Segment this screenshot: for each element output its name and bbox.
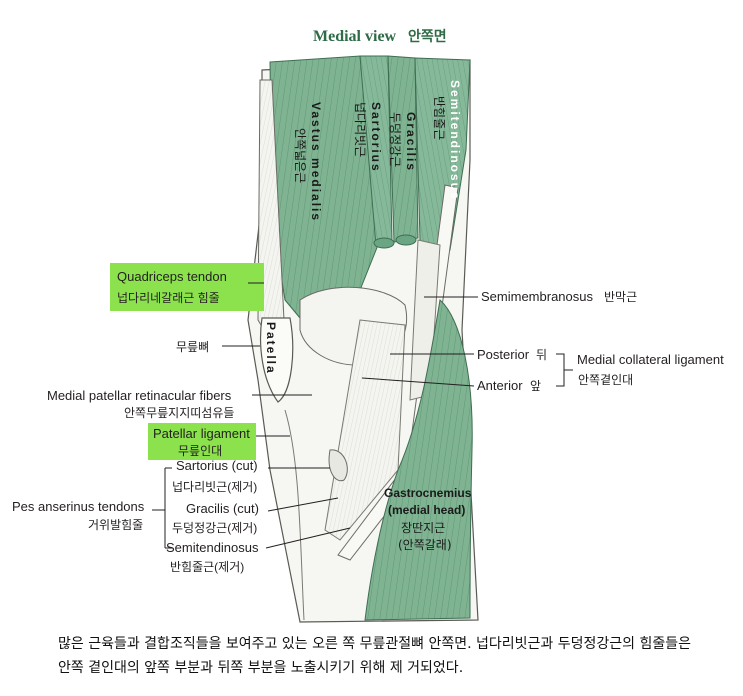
label-pes-anserinus: Pes anserinus tendons xyxy=(12,499,145,514)
leader-gracilis-cut xyxy=(267,497,339,512)
label-semimembranosus-ko: 반막근 xyxy=(604,290,637,304)
vertical-label-vastus: Vastus medialis xyxy=(309,102,323,222)
label-medial-patellar: Medial patellar retinacular fibers xyxy=(47,388,232,403)
label-mcl: Medial collateral ligament xyxy=(577,352,724,367)
label-gastrocnemius-sub: (medial head) xyxy=(388,503,465,517)
label-semitendinosus-ko: 반힘줄근(제거) xyxy=(170,560,244,574)
vertical-label-vastus-ko: 안쪽넓은근 xyxy=(293,128,307,183)
label-patellar-ligament: Patellar ligament xyxy=(153,426,250,441)
gracilis-cut-end xyxy=(395,234,417,246)
highlight-quadriceps-tendon xyxy=(110,263,264,311)
label-anterior: Anterior xyxy=(477,378,523,393)
caption-line-2: 안쪽 곁인대의 앞쪽 부분과 뒤쪽 부분을 노출시키기 위해 제 거되었다. xyxy=(58,660,464,676)
gastrocnemius-muscle xyxy=(364,299,473,621)
medial-collateral-ligament xyxy=(324,319,406,541)
vastus-medialis-muscle xyxy=(269,55,379,319)
label-quadriceps-tendon-ko: 넙다리네갈래근 힘줄 xyxy=(117,291,220,305)
vertical-label-sartorius-ko: 넙다리빗근 xyxy=(353,102,367,157)
highlight-patellar-ligament xyxy=(148,423,256,460)
bracket-pes-anserinus xyxy=(164,467,172,549)
bracket-mcl xyxy=(556,353,573,387)
label-patella-ko: 무릎뼈 xyxy=(176,340,209,354)
label-sartorius-cut: Sartorius (cut) xyxy=(176,458,258,473)
pes-anserinus-insertion xyxy=(328,449,348,482)
label-posterior-ko: 뒤 xyxy=(536,348,547,362)
vertical-label-gracilis: Gracilis xyxy=(404,112,418,172)
label-gracilis-cut-ko: 두덩정강근(제거) xyxy=(172,521,257,535)
knee-illustration xyxy=(247,55,479,623)
label-pes-anserinus-ko: 거위발힘줄 xyxy=(88,518,143,532)
tibia-shaft xyxy=(284,409,305,621)
label-sartorius-cut-ko: 넙다리빗근(제거) xyxy=(172,480,257,494)
title-en: Medial view xyxy=(313,28,397,45)
leader-anterior xyxy=(361,377,475,387)
vertical-label-sartorius: Sartorius xyxy=(369,102,383,173)
label-medial-patellar-ko: 안쪽무릎지지띠섬유들 xyxy=(124,406,234,420)
label-mcl-ko: 안쪽곁인대 xyxy=(578,373,633,387)
label-patellar-ligament-ko: 무릎인대 xyxy=(178,444,222,458)
label-semitendinosus: Semitendinosus xyxy=(166,540,259,555)
label-semimembranosus: Semimembranosus xyxy=(481,289,593,304)
label-posterior: Posterior xyxy=(477,347,530,362)
label-gracilis-cut: Gracilis (cut) xyxy=(186,501,259,516)
vertical-label-semitendinosus-ko: 반힘줄근 xyxy=(432,96,446,140)
figure-caption: 많은 근육들과 결합조직들을 보여주고 있는 오른 쪽 무릎관절뼈 안쪽면. 넙… xyxy=(58,632,738,680)
label-quadriceps-tendon: Quadriceps tendon xyxy=(117,269,227,284)
gracilis-muscle xyxy=(387,55,419,243)
title-ko: 안쪽면 xyxy=(408,28,447,45)
label-gastrocnemius-ko-sub: (안쪽갈래) xyxy=(398,538,452,552)
vertical-label-patella: Patella xyxy=(264,322,278,375)
sartorius-cut-end xyxy=(373,237,395,249)
label-gastrocnemius: Gastrocnemius xyxy=(384,486,472,500)
patella-bone xyxy=(259,317,294,403)
leader-semitendinosus xyxy=(265,527,351,549)
vertical-label-gracilis-ko: 두덩정강근 xyxy=(388,112,402,167)
label-anterior-ko: 앞 xyxy=(530,379,541,393)
label-gastrocnemius-ko: 장딴지근 xyxy=(401,521,445,535)
caption-line-1: 많은 근육들과 결합조직들을 보여주고 있는 오른 쪽 무릎관절뼈 안쪽면. 넙… xyxy=(58,636,691,652)
vertical-label-semitendinosus: Semitendinosus xyxy=(448,80,462,201)
